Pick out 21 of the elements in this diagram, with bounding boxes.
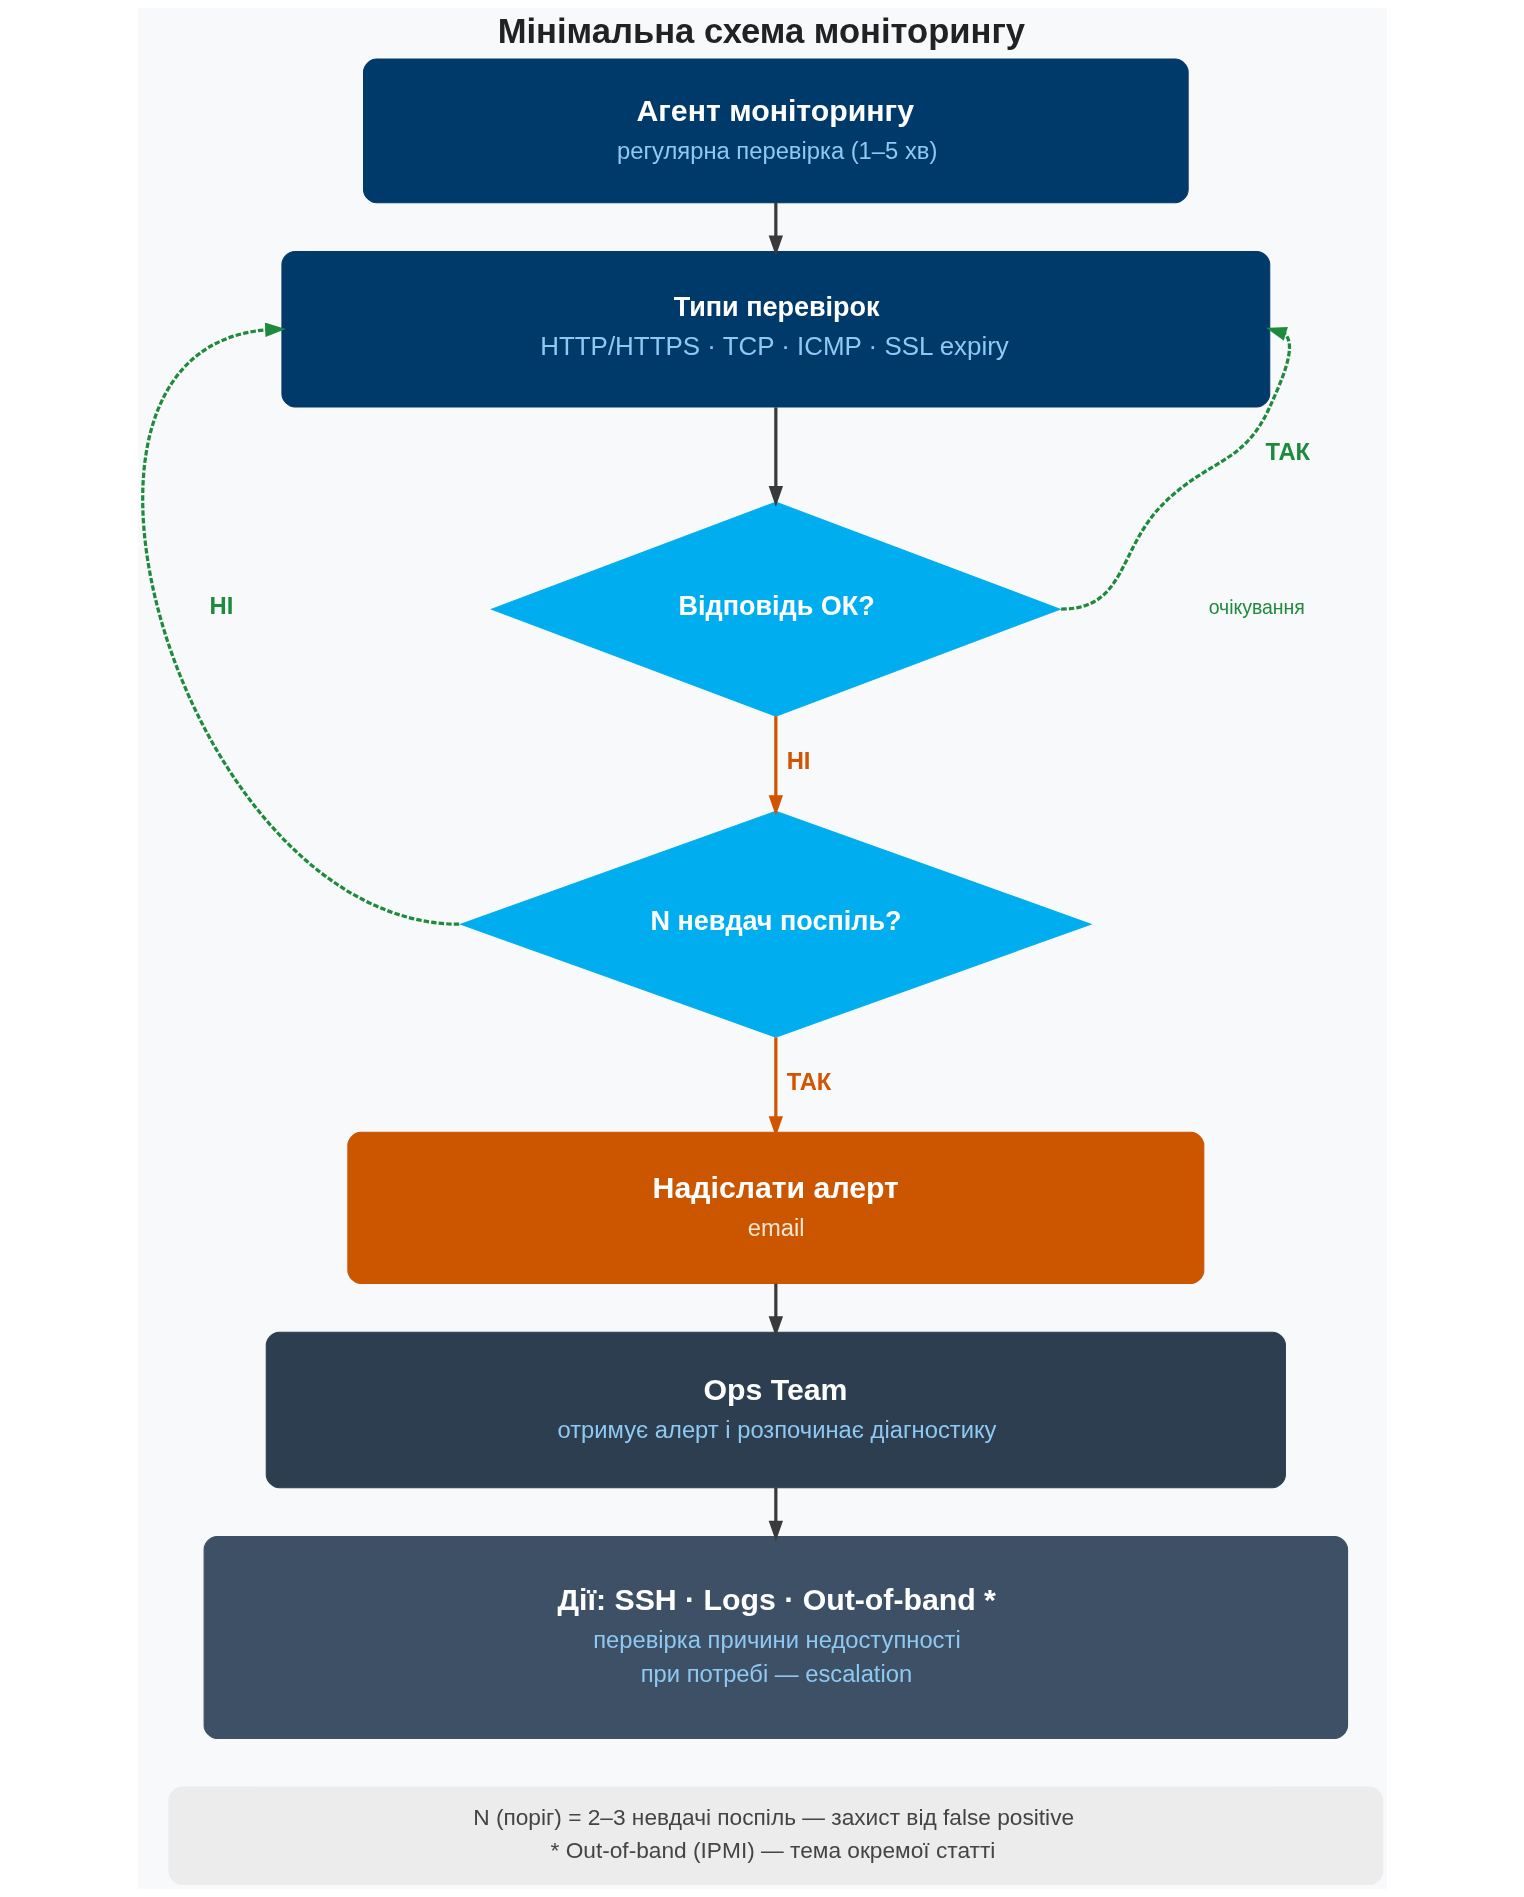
arrow (768, 407, 783, 507)
node-box: Ops Team отримує алерт і розпочинає діагностику (265, 1331, 1286, 1489)
arrow (768, 202, 783, 257)
edge-label: НІ (786, 746, 810, 774)
arrow (768, 1037, 783, 1137)
node-diamond: Відповідь ОК? (489, 501, 1062, 717)
node-diamond: N невдач поспіль? (458, 810, 1092, 1038)
edge-label: НІ (209, 592, 233, 620)
arrow (1060, 326, 1291, 611)
node-box: Агент моніторингу регулярна перевірка (1–5 хв) (362, 58, 1189, 204)
arrow (768, 716, 783, 816)
label: очікування (1208, 595, 1305, 618)
edge-label: ТАК (786, 1067, 831, 1095)
node-box: Типи перевірок HTTP/HTTPS · TCP · ICMP · SSL expiry (280, 250, 1270, 408)
arrow (768, 1488, 783, 1542)
diagram-title: Мінімальна схема моніторингу (497, 12, 1025, 51)
arrow (768, 1283, 783, 1337)
edge-label: ТАК (1264, 437, 1310, 465)
arrow (140, 322, 459, 926)
node-box: Надіслати алерт email (346, 1131, 1204, 1285)
node-box: Дії: SSH · Logs · Out-of-band * перевірка причини недоступності при потребі — escalation (203, 1535, 1348, 1740)
